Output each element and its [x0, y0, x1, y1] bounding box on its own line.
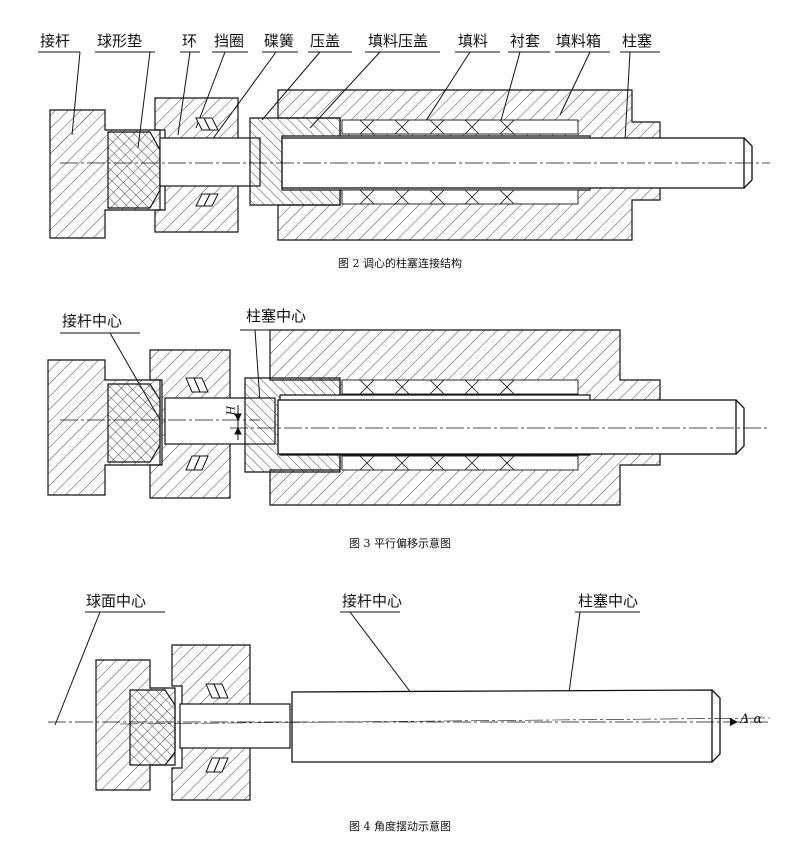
figure-2-caption: 图 2 调心的柱塞连接结构: [338, 257, 462, 270]
offset-symbol: H: [224, 405, 238, 416]
label-packing-box: 填料箱: [556, 32, 602, 50]
label-connecting-rod: 接杆: [40, 32, 71, 50]
label-packing: 填料: [458, 32, 489, 50]
figure-3-caption: 图 3 平行偏移示意图: [349, 537, 451, 550]
label-bushing: 衬套: [510, 32, 541, 50]
figure-4-caption: 图 4 角度摆动示意图: [349, 820, 451, 833]
label-gland-cover: 压盖: [310, 32, 341, 50]
figure-4-drawing: [48, 611, 771, 801]
label-disc-spring: 碟簧: [264, 32, 295, 50]
label-packing-gland: 填料压盖: [368, 32, 429, 50]
angle-symbol: Δ α: [740, 712, 763, 727]
label-plunger-center: 柱塞中心: [578, 592, 639, 610]
label-rod-center: 接杆中心: [62, 312, 123, 330]
label-plunger: 柱塞: [622, 32, 653, 50]
label-rod-center: 接杆中心: [342, 592, 403, 610]
label-sphere-center: 球面中心: [86, 592, 147, 610]
offset-arrows: [234, 405, 242, 440]
label-retaining-ring: 挡圈: [214, 32, 245, 50]
label-plunger-center: 柱塞中心: [246, 307, 307, 325]
label-ring: 环: [182, 32, 198, 50]
figure-2-drawing: [38, 51, 770, 241]
label-spherical-pad: 球形垫: [97, 32, 143, 50]
figure-3-drawing: [47, 329, 770, 506]
